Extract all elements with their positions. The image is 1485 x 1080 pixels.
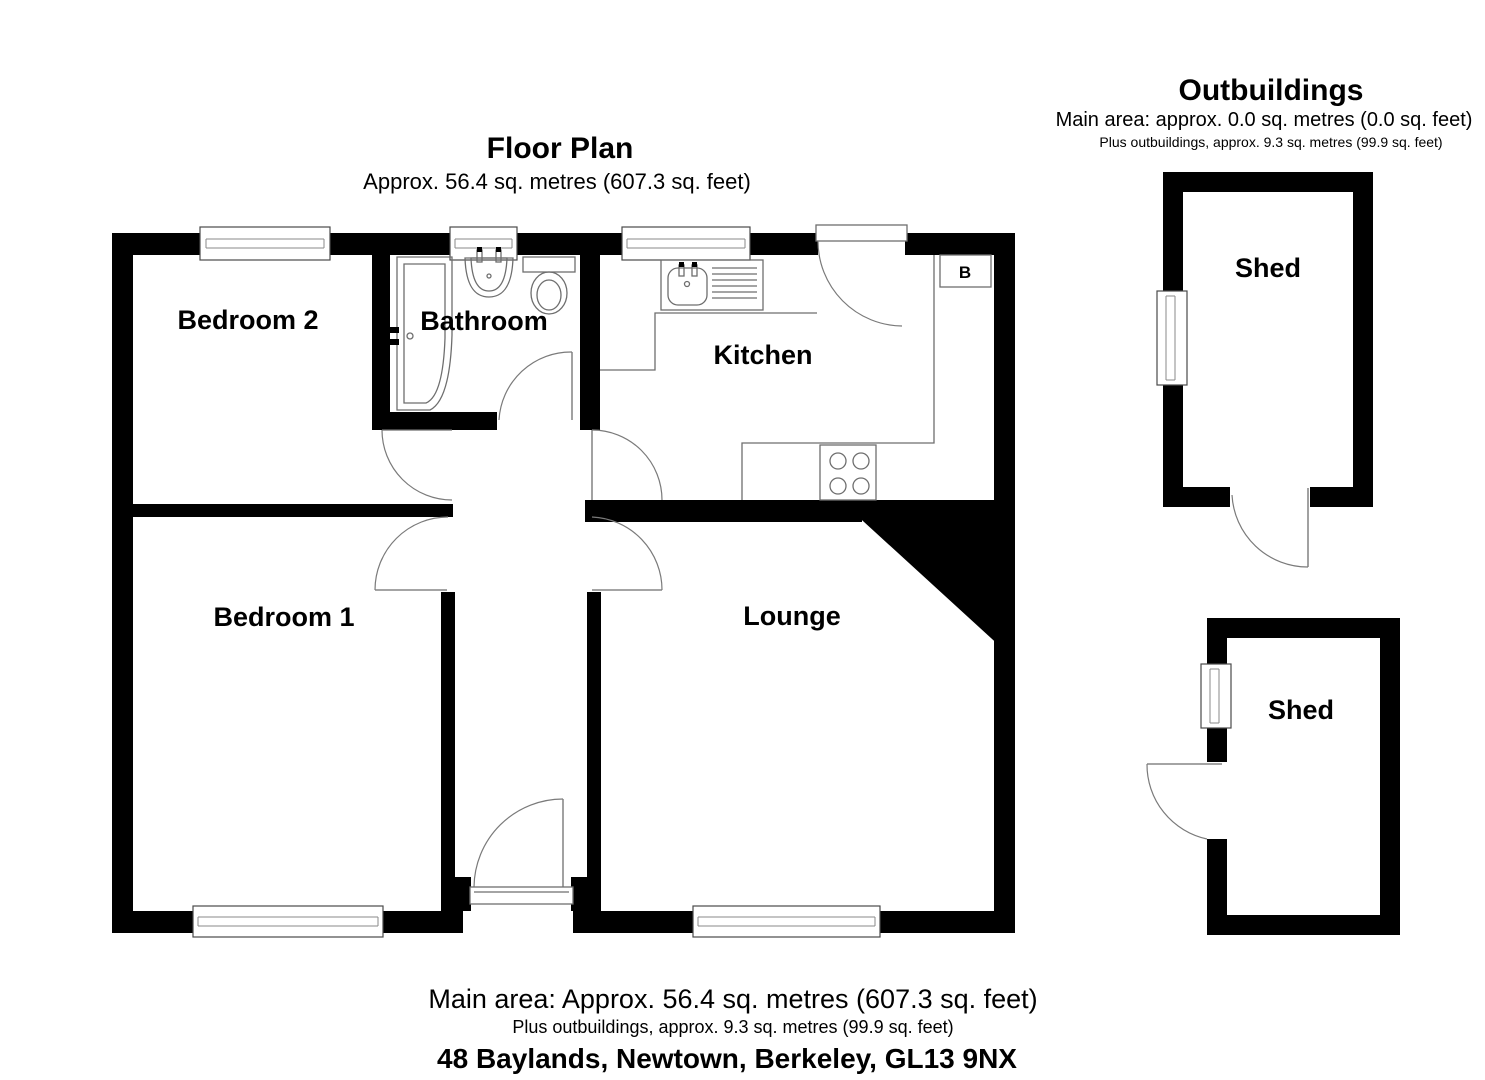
bathroom-door-icon (498, 351, 573, 421)
kitchen-entry-door-icon (815, 224, 908, 327)
wall-hall-left (441, 592, 455, 911)
kitchen-label: Kitchen (713, 340, 812, 370)
floor-plan-header: Floor Plan Approx. 56.4 sq. metres (607.… (363, 132, 751, 194)
footer-outbuildings: Plus outbuildings, approx. 9.3 sq. metre… (512, 1017, 953, 1037)
wall-door-jamb-right (571, 877, 587, 911)
bedroom2-label: Bedroom 2 (177, 305, 318, 335)
lounge-door-icon (591, 516, 663, 591)
kitchen-fixtures: B (600, 254, 992, 501)
wall-bathroom-kitchen (580, 255, 600, 430)
footer-address: 48 Baylands, Newtown, Berkeley, GL13 9NX (437, 1043, 1017, 1074)
shed2-door-icon (1146, 763, 1222, 840)
wall-bedroom2-bathroom (372, 255, 390, 430)
room-labels: Bedroom 2 Bathroom Kitchen Bedroom 1 Lou… (177, 253, 1334, 725)
shower-icon (396, 256, 453, 411)
bathroom-fixtures (386, 247, 576, 411)
shed2-label: Shed (1268, 695, 1334, 725)
door-openings (463, 233, 905, 933)
toilet-icon (522, 256, 576, 315)
kitchen-hall-door-icon (591, 429, 663, 501)
outbuildings-title: Outbuildings (1179, 74, 1364, 107)
bathroom-window-icon (449, 226, 518, 261)
bathroom-label: Bathroom (420, 306, 548, 336)
bedroom2-door-icon (381, 429, 453, 501)
floor-plan-title: Floor Plan (487, 132, 634, 165)
shed1 (1156, 172, 1373, 568)
shed2-window-icon (1200, 663, 1232, 729)
outbuildings-header: Outbuildings Main area: approx. 0.0 sq. … (1056, 74, 1473, 150)
hob-icon (819, 444, 877, 501)
boiler-label: B (959, 263, 971, 282)
bedroom1-window-icon (192, 905, 384, 938)
wall-top (112, 233, 1015, 255)
doors (374, 224, 908, 905)
windows (192, 226, 881, 938)
wall-mid-left (133, 504, 453, 517)
wall-bathroom-bottom (372, 412, 497, 430)
basin-icon (464, 247, 514, 298)
floor-plan-subtitle: Approx. 56.4 sq. metres (607.3 sq. feet) (363, 169, 751, 194)
kitchen-window-icon (621, 226, 751, 261)
footer: Main area: Approx. 56.4 sq. metres (607.… (428, 984, 1037, 1074)
boiler-icon: B (939, 254, 992, 288)
outbuildings-plus-line: Plus outbuildings, approx. 9.3 sq. metre… (1099, 134, 1442, 150)
lounge-label: Lounge (743, 601, 840, 631)
bedroom1-door-icon (374, 516, 449, 591)
front-door-opening (463, 911, 573, 933)
shed1-label: Shed (1235, 253, 1301, 283)
footer-main-area: Main area: Approx. 56.4 sq. metres (607.… (428, 984, 1037, 1014)
front-door-icon (469, 798, 574, 905)
lounge-window-icon (692, 905, 881, 938)
wall-hall-right (587, 592, 601, 911)
shower-tap-icon (386, 327, 399, 333)
kitchen-counter-left (600, 312, 817, 371)
shed2 (1146, 618, 1400, 935)
outbuildings-main-area: Main area: approx. 0.0 sq. metres (0.0 s… (1056, 109, 1473, 131)
shed1-window-icon (1156, 290, 1188, 386)
wall-lounge-diagonal-corner (840, 500, 1015, 660)
wall-kitchen-lounge (585, 500, 862, 522)
shed1-door-icon (1231, 488, 1309, 568)
shed2-door-opening (1207, 762, 1227, 839)
wall-door-jamb-left (455, 877, 471, 911)
bedroom2-window-icon (199, 226, 331, 261)
kitchen-counter-right (741, 255, 935, 500)
kitchen-sink-icon (660, 259, 764, 311)
bedroom1-label: Bedroom 1 (213, 602, 354, 632)
shed1-door-opening (1230, 485, 1310, 508)
shower-tap-icon (386, 339, 399, 345)
wall-left (112, 233, 133, 933)
